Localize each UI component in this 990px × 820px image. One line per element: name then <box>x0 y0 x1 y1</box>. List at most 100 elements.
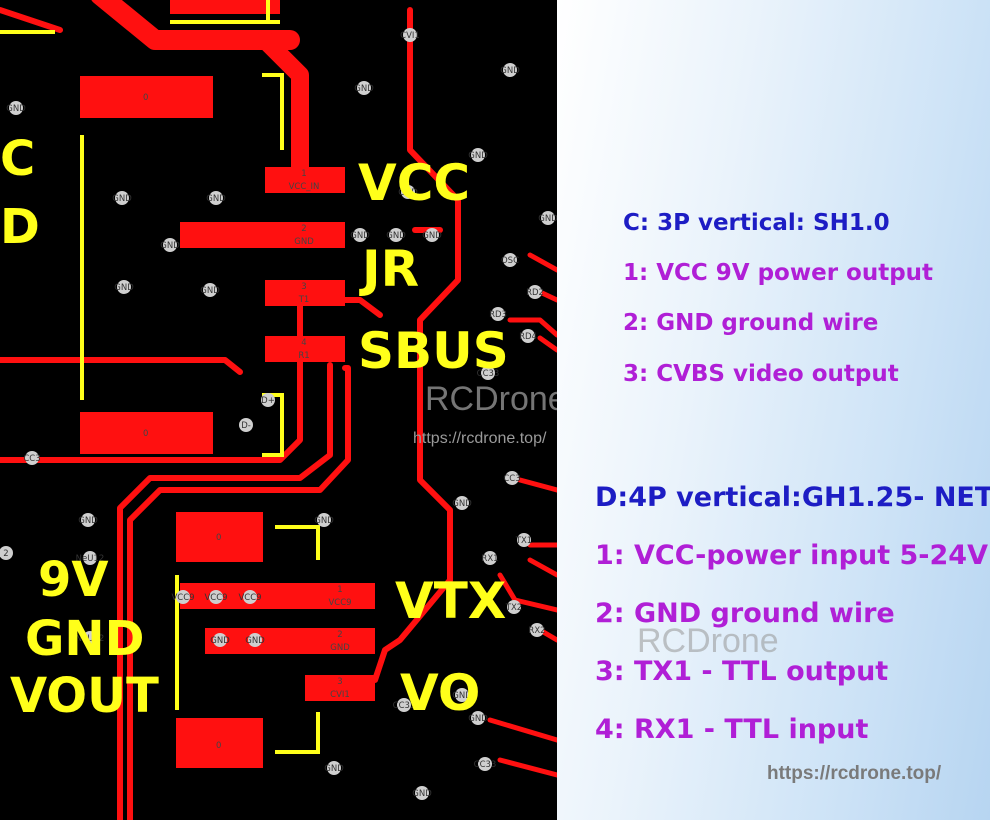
silkscreen-labels: C D VCC JR SBUS VTX VO 9V GND VOUT <box>0 131 509 724</box>
silk-vout: VOUT <box>10 668 159 724</box>
panel-url: https://rcdrone.top/ <box>767 763 942 784</box>
pad-number: 2 <box>301 224 306 234</box>
via: GND <box>160 238 180 252</box>
via-dot <box>403 28 417 42</box>
via: GND <box>78 513 98 527</box>
silk-9v: 9V <box>38 552 109 608</box>
via-dot <box>209 191 223 205</box>
mount-pad-label: 0 <box>216 533 221 543</box>
silk-c: C <box>0 131 35 187</box>
via-label: VCC9 <box>204 593 227 603</box>
via-label: D- <box>241 421 251 431</box>
via-dot <box>481 366 495 380</box>
via-label: GND <box>468 714 488 724</box>
via: GND <box>114 280 134 294</box>
via-label: OSC <box>501 256 519 266</box>
board-watermark: RCDrone <box>425 380 557 418</box>
via-label: RX2 <box>528 626 545 636</box>
via-dot <box>503 63 517 77</box>
via-label: RD4 <box>519 332 537 342</box>
via-label: RX1 <box>481 554 498 564</box>
via: GND <box>500 63 520 77</box>
via-label: NeU12 <box>76 554 105 564</box>
via-label: GND <box>200 286 220 296</box>
via-dot <box>243 590 257 604</box>
via-label: D+ <box>261 396 275 406</box>
via-dot <box>317 513 331 527</box>
via-label: GND <box>538 214 557 224</box>
via-dot <box>176 590 190 604</box>
mount-pad-labels: 0 0 0 0 <box>143 93 221 751</box>
via-dot <box>455 496 469 510</box>
via-label: TX1 <box>515 536 532 546</box>
via-dot <box>0 546 13 560</box>
via: GND <box>206 191 226 205</box>
silk-d: D <box>0 199 40 255</box>
via: GND <box>412 786 432 800</box>
via-dot <box>517 533 531 547</box>
via: VCC9 <box>171 590 195 604</box>
via: GND <box>468 711 488 725</box>
via: GND <box>354 81 374 95</box>
via: GND <box>6 101 26 115</box>
connector-d-item-4: 4: RX1 - TTL input <box>595 714 869 745</box>
top-connector-pads: 1 VCC_IN 2 GND 3 T1 4 R1 <box>289 169 320 361</box>
silk-vtx: VTX <box>395 572 506 630</box>
via-label: GND <box>452 691 472 701</box>
pad-name: VCC9 <box>328 598 351 608</box>
via-label: GND <box>160 241 180 251</box>
via-dot <box>203 283 217 297</box>
via-label: VCC9 <box>171 593 194 603</box>
via: TX1 <box>515 533 532 547</box>
pad-number: 1 <box>301 169 306 179</box>
via: CC33 <box>474 757 497 771</box>
via: TX2 <box>505 600 522 614</box>
pad-name: GND <box>294 237 314 247</box>
via-label: CC3 <box>23 454 40 464</box>
pad-number: 3 <box>337 677 342 687</box>
via-label: GND <box>452 499 472 509</box>
pad-name: GND <box>330 643 350 653</box>
connector-c-title: C: 3P vertical: SH1.0 <box>623 210 890 236</box>
via: RD3 <box>489 307 507 321</box>
pcb-layout: 0 0 0 0 1 VCC_IN 2 GND 3 T1 4 R1 1 VCC9 … <box>0 0 557 820</box>
copper-pads <box>80 0 375 768</box>
via: 2 <box>0 546 13 560</box>
via-dot <box>471 711 485 725</box>
via: GND <box>210 633 230 647</box>
via: NeU12 <box>76 551 105 565</box>
via-dot <box>248 633 262 647</box>
connector-c-item-1: 1: VCC 9V power output <box>623 260 934 286</box>
via: GND <box>452 496 472 510</box>
via-dot <box>478 757 492 771</box>
via: GND <box>245 633 265 647</box>
via-dot <box>209 590 223 604</box>
description-panel: C: 3P vertical: SH1.0 1: VCC 9V power ou… <box>557 0 990 820</box>
via-dot <box>397 698 411 712</box>
pad-name: T1 <box>298 295 310 305</box>
via-label: GND <box>206 194 226 204</box>
via-dot <box>505 471 519 485</box>
via-dot <box>25 451 39 465</box>
via-label: GND <box>112 194 132 204</box>
via: D- <box>239 418 253 432</box>
pad-name: VCC_IN <box>289 182 320 192</box>
via: VCC9 <box>238 590 262 604</box>
via: GND <box>314 513 334 527</box>
via: GND <box>452 688 472 702</box>
via: RD2 <box>526 285 544 299</box>
via-label: GND <box>210 636 230 646</box>
pad-number: 2 <box>337 630 342 640</box>
via-dot <box>239 418 253 432</box>
via-dot <box>213 633 227 647</box>
via-dot <box>163 238 177 252</box>
via-label: CVI1 <box>400 31 420 41</box>
via: GND <box>200 283 220 297</box>
connector-c-item-2: 2: GND ground wire <box>623 310 879 336</box>
connector-d-title: D:4P vertical:GH1.25- NET <box>595 482 990 513</box>
via-label: CC33 <box>474 760 497 770</box>
silk-vcc: VCC <box>358 154 470 212</box>
via: RD4 <box>519 329 537 343</box>
silk-sbus: SBUS <box>358 322 509 380</box>
